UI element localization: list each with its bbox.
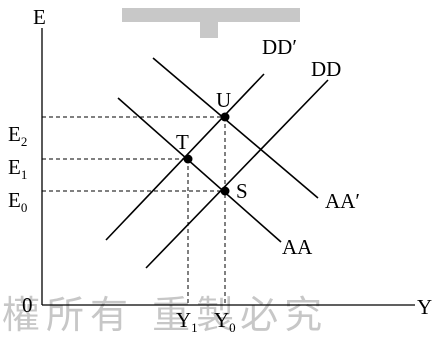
tick-y0-sub: 0 [229,320,236,335]
tick-y0: Y0 [214,308,236,335]
curve-aa-prime [152,57,319,199]
tick-e2: E2 [8,122,27,149]
tick-e2-base: E [8,122,21,146]
point-t [183,154,193,164]
y-axis-label: E [33,5,46,29]
label-dd: DD [311,57,341,81]
label-point-t: T [176,130,189,154]
watermark: 權所有 重製必究 [2,8,328,337]
tick-e0-sub: 0 [21,200,28,215]
tick-e1-base: E [8,155,21,179]
tick-e1: E1 [8,155,27,182]
tick-e1-sub: 1 [21,167,28,182]
watermark-bar-stem [200,8,218,38]
label-point-s: S [236,179,248,203]
curve-aa [117,97,282,243]
label-aa: AA [282,235,313,259]
watermark-text: 權所有 重製必究 [2,293,328,337]
tick-e0-base: E [8,188,21,212]
origin-label: 0 [22,293,33,317]
tick-y1-base: Y [176,308,191,332]
tick-y0-base: Y [214,308,229,332]
label-point-u: U [216,88,231,112]
x-axis-label: Y [417,295,432,319]
tick-e2-sub: 2 [21,134,28,149]
point-u [220,112,230,122]
tick-y1-sub: 1 [191,320,198,335]
point-s [220,186,230,196]
tick-y1: Y1 [176,308,198,335]
label-dd-prime: DD′ [262,35,297,59]
label-aa-prime: AA′ [325,189,360,213]
curve-dd [145,79,329,269]
tick-e0: E0 [8,188,27,215]
